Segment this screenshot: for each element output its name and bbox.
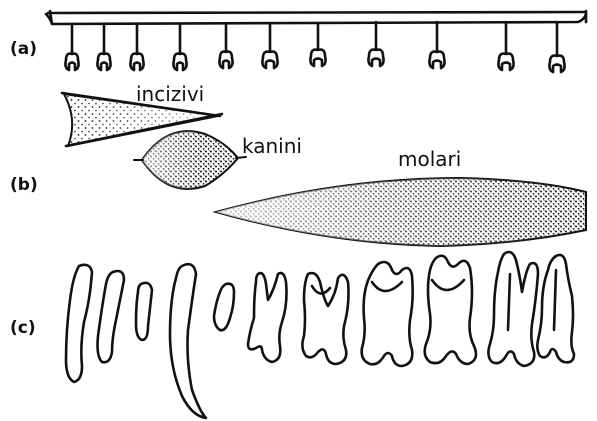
tooth-bud xyxy=(368,22,383,66)
tooth-bud xyxy=(498,22,513,70)
tooth-bud xyxy=(173,24,186,70)
panel-a-label: (a) xyxy=(10,39,37,59)
canine-field xyxy=(134,131,246,189)
molar-field xyxy=(216,178,586,246)
molar-tooth xyxy=(537,255,574,362)
tooth-row xyxy=(66,252,574,418)
premolar-tooth xyxy=(214,284,234,331)
canine-tooth xyxy=(170,264,206,418)
molar-tooth xyxy=(425,256,476,364)
panel-b-label: (b) xyxy=(10,175,38,195)
incisor-tooth xyxy=(136,283,152,340)
molar-tooth xyxy=(488,252,538,366)
incisor-tooth xyxy=(66,265,92,382)
tooth-bud xyxy=(130,24,143,70)
dental-lamina-row xyxy=(46,11,586,72)
molars-label: molari xyxy=(398,147,461,171)
tooth-bud xyxy=(549,22,564,72)
incisor-tooth xyxy=(98,271,125,362)
panel-c-label: (c) xyxy=(10,318,36,338)
tooth-bud xyxy=(262,24,277,68)
tooth-bud xyxy=(219,24,232,68)
tooth-bud xyxy=(429,22,444,68)
canines-label: kanini xyxy=(242,134,302,158)
tooth-bud xyxy=(65,24,78,70)
molar-tooth xyxy=(362,262,413,366)
premolar-tooth xyxy=(248,273,287,362)
dental-lamina-edge xyxy=(48,12,586,13)
molar-tooth xyxy=(302,273,348,364)
incisors-label: incizivi xyxy=(136,82,204,106)
tooth-bud xyxy=(310,24,325,66)
tooth-bud xyxy=(97,24,110,70)
